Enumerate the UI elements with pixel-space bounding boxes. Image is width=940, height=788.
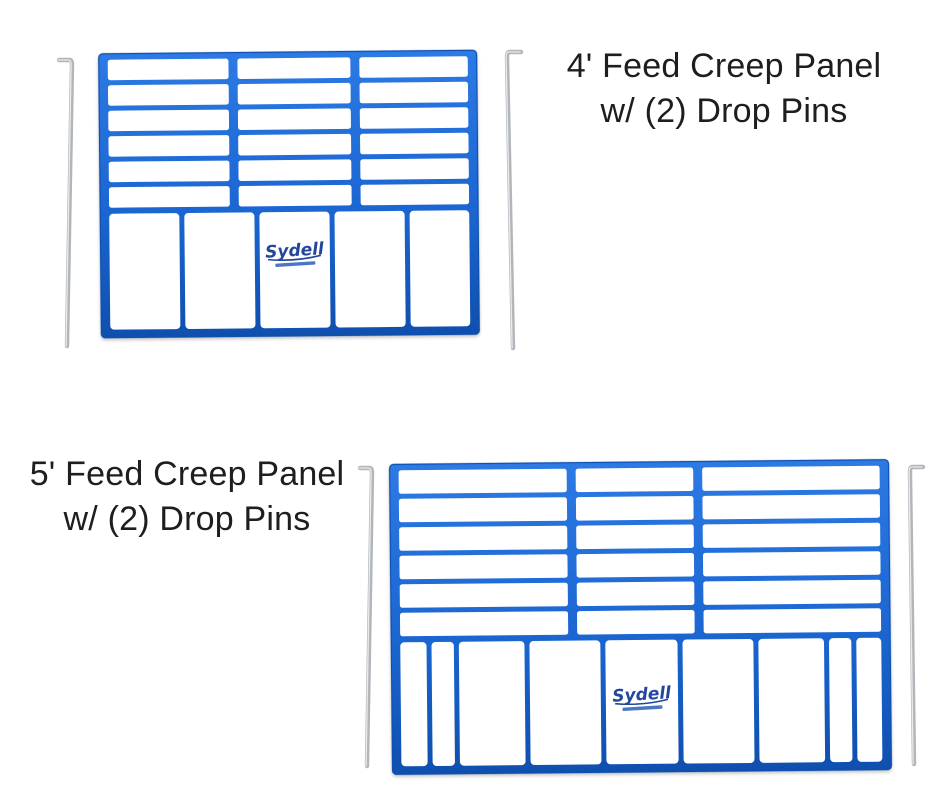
product-title-line1: 5' Feed Creep Panel bbox=[29, 455, 345, 493]
drop-pin bbox=[357, 465, 375, 769]
svg-text:Sydell: Sydell bbox=[612, 683, 673, 707]
product-title-line2: w/ (2) Drop Pins bbox=[63, 499, 311, 538]
panel-body: Sydell bbox=[98, 49, 480, 339]
drop-pin bbox=[907, 464, 926, 767]
drop-pin bbox=[504, 49, 524, 351]
product-image-5ft-feed-creep-panel: Sydell bbox=[357, 459, 926, 775]
panel-body: Sydell bbox=[388, 459, 893, 775]
svg-text:Sydell: Sydell bbox=[265, 239, 326, 263]
product-image-4ft-feed-creep-panel: Sydell bbox=[56, 49, 524, 351]
product-title-line1: 4' Feed Creep Panel bbox=[566, 47, 882, 85]
sydell-logo: Sydell bbox=[612, 683, 673, 712]
product-title-4ft: 4' Feed Creep Panel w/ (2) Drop Pins bbox=[528, 44, 920, 134]
drop-pin bbox=[56, 57, 75, 349]
product-title-5ft: 5' Feed Creep Panel w/ (2) Drop Pins bbox=[0, 452, 374, 542]
sydell-logo: Sydell bbox=[265, 239, 326, 268]
product-title-line2: w/ (2) Drop Pins bbox=[600, 91, 848, 130]
